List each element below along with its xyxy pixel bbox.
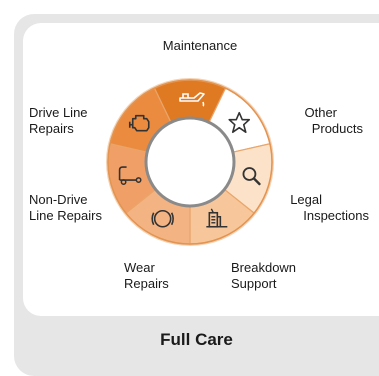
pump-icon xyxy=(206,208,228,228)
engine-icon xyxy=(128,114,150,132)
tire-icon xyxy=(151,209,174,228)
wheel-rim xyxy=(107,79,273,245)
label-breakdown-support: Breakdown Support xyxy=(231,260,297,291)
wheel-center xyxy=(144,116,236,208)
label-wear-repairs: Wear Repairs xyxy=(124,260,169,291)
label-maintenance: Maintenance xyxy=(162,38,238,53)
oil-can-icon xyxy=(179,92,205,107)
label-non-drive-line-repairs: Non-Drive Line Repairs xyxy=(29,192,102,223)
magnifier-icon xyxy=(242,167,261,186)
label-legal-inspections: Legal Inspections xyxy=(290,192,369,223)
trailer-icon xyxy=(118,166,142,185)
star-icon xyxy=(228,111,251,134)
label-other-products: Other Products xyxy=(304,105,363,136)
diagram-title: Full Care xyxy=(160,330,233,349)
label-drive-line-repairs: Drive Line Repairs xyxy=(29,105,88,136)
